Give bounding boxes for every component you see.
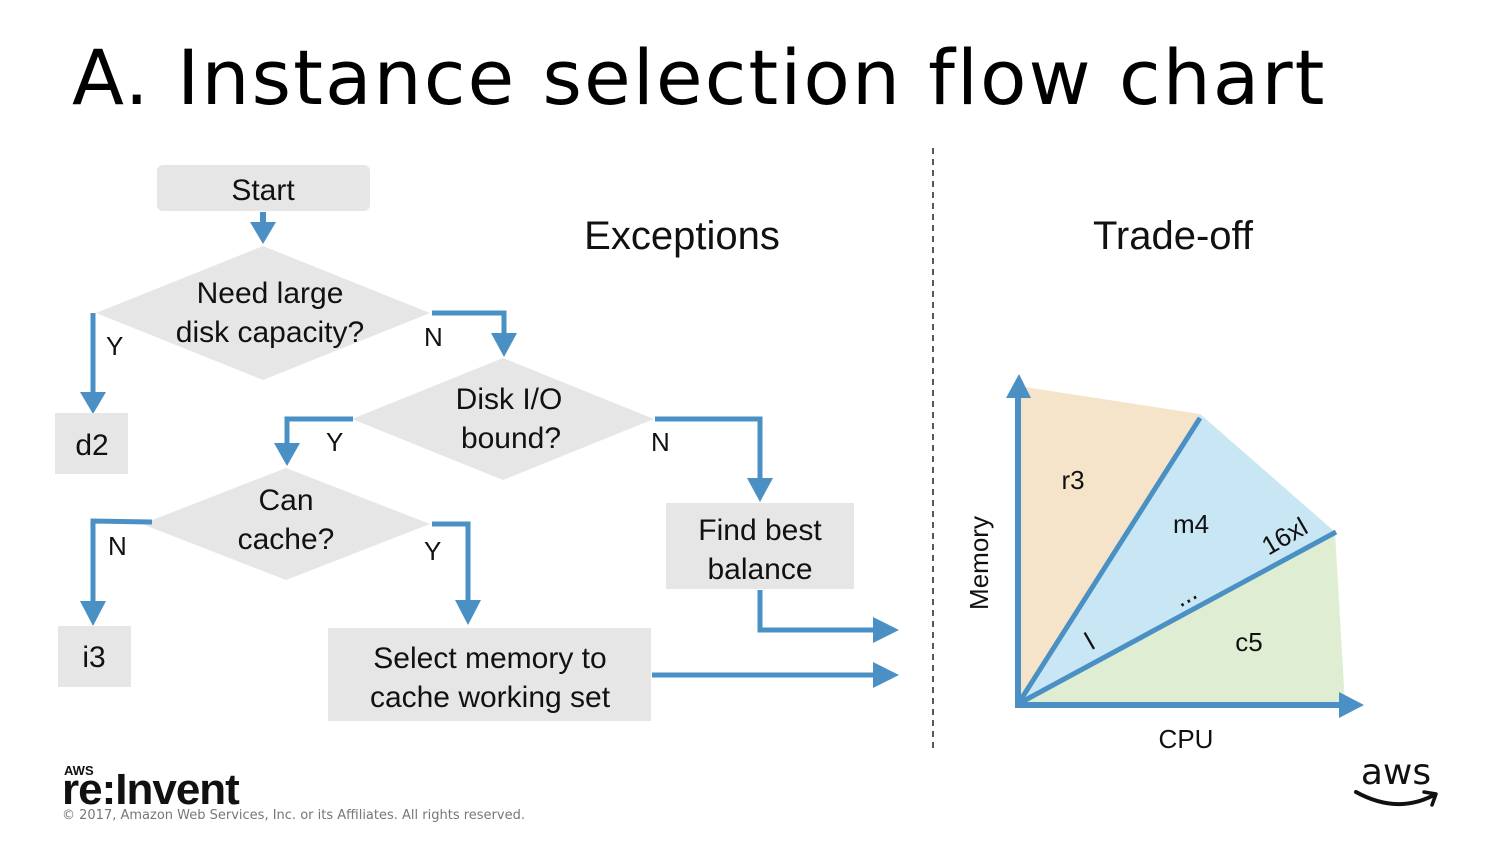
q1-line1: Need large (197, 277, 344, 310)
aws-logo-icon: aws (1354, 752, 1438, 807)
start-label: Start (231, 174, 295, 207)
find-best-line2: balance (707, 553, 812, 586)
decision-disk-io (352, 358, 654, 480)
start-box (157, 165, 370, 211)
select-memory-line2: cache working set (370, 681, 611, 714)
arrow-q2-yes (274, 416, 353, 466)
q3-yes-label: Y (424, 536, 441, 566)
region-label-m4: m4 (1173, 509, 1209, 539)
i3-box (58, 626, 131, 687)
arrow-q3-no (80, 518, 153, 626)
q1-line2: disk capacity? (176, 316, 364, 349)
q2-line2: bound? (461, 422, 561, 455)
arrow-q1-yes (80, 313, 106, 414)
reinvent-logo-aws: AWS (64, 763, 94, 778)
cpu-axis-arrow (1339, 692, 1364, 718)
aws-logo-text: aws (1361, 752, 1431, 793)
arrow-find-best-to-tradeoff (757, 590, 899, 643)
q1-no-label: N (424, 322, 443, 352)
q1-yes-label: Y (106, 331, 123, 361)
select-memory-line1: Select memory to (373, 642, 606, 675)
arrow-q1-no (432, 310, 517, 357)
decision-disk-capacity (96, 246, 430, 380)
select-memory-box (328, 628, 651, 721)
x-axis-label: CPU (1159, 724, 1214, 754)
i3-label: i3 (82, 641, 105, 674)
region-m4 (1018, 414, 1335, 704)
q2-no-label: N (651, 427, 670, 457)
arrow-select-memory-to-tradeoff (652, 662, 899, 688)
find-best-line1: Find best (698, 514, 822, 547)
copyright-notice: © 2017, Amazon Web Services, Inc. or its… (62, 808, 525, 823)
arrow-start-to-q1 (250, 212, 276, 244)
aws-smile-icon (1354, 790, 1434, 806)
q3-no-label: N (108, 531, 127, 561)
tradeoff-chart: r3 m4 c5 l ... 16xl Memory CPU (964, 374, 1364, 754)
tradeoff-heading: Trade-off (1093, 214, 1254, 258)
find-best-balance-box (666, 503, 854, 589)
d2-box (55, 413, 128, 474)
memory-axis-arrow (1006, 374, 1031, 398)
q2-line1: Disk I/O (456, 383, 563, 416)
region-r3 (1018, 386, 1200, 704)
q2-yes-label: Y (326, 427, 343, 457)
r3-m4-boundary (1015, 416, 1203, 706)
d2-label: d2 (75, 429, 108, 462)
m4-c5-boundary (1016, 529, 1338, 707)
decision-can-cache (142, 468, 430, 580)
arrow-q3-yes (432, 521, 481, 625)
y-axis-label: Memory (964, 516, 994, 610)
reinvent-logo-text: re:Invent (62, 765, 240, 814)
exceptions-heading: Exceptions (584, 214, 780, 258)
region-label-c5: c5 (1235, 627, 1262, 657)
q3-line2: cache? (238, 523, 335, 556)
q3-line1: Can (258, 484, 313, 517)
arrow-q2-no (655, 416, 773, 502)
slide-title: A. Instance selection flow chart (72, 33, 1327, 122)
region-label-r3: r3 (1061, 465, 1084, 495)
